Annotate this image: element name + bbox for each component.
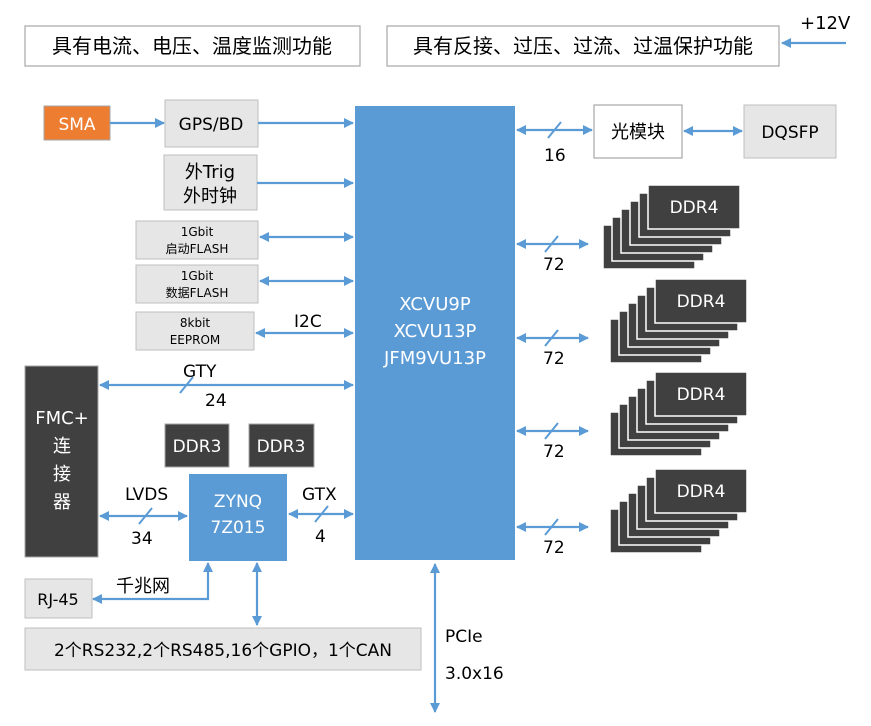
dqsfp-label: DQSFP	[761, 123, 818, 143]
ext-clock-label: 外时钟	[183, 186, 237, 207]
fpga-block: XCVU9P XCVU13P JFM9VU13P	[355, 106, 515, 560]
rj45-label: RJ-45	[37, 590, 78, 609]
zynq-model-label: 7Z015	[211, 518, 266, 538]
ddr4-label: DDR4	[677, 292, 726, 312]
ddr4-bus-slash	[544, 235, 559, 253]
ddr4-stack: DDR4	[609, 371, 748, 457]
ddr3-a-label: DDR3	[173, 437, 222, 457]
boot-flash-size: 1Gbit	[181, 225, 214, 239]
fmc-connector-block: FMC+ 连 接 器	[24, 365, 99, 558]
ddr3-block-a: DDR3	[164, 423, 230, 468]
lvds-bus-slash	[138, 507, 153, 525]
fmc-label: FMC+	[35, 408, 89, 429]
ddr4-label: DDR4	[670, 198, 719, 218]
ddr4-stack: DDR4	[609, 468, 748, 554]
ddr4-bus-slash	[544, 518, 559, 536]
boot-flash-type: 启动FLASH	[166, 242, 229, 256]
fmc-char-3: 器	[53, 492, 71, 513]
optical-module-block: 光模块	[593, 104, 683, 159]
gigabit-eth-link	[92, 562, 213, 604]
io-interface-label: 2个RS232,2个RS485,16个GPIO，1个CAN	[54, 641, 392, 661]
gtx-label: GTX	[302, 485, 337, 505]
lvds-width-label: 34	[131, 529, 153, 549]
gty-width-label: 24	[205, 391, 227, 411]
fpga-model-1: XCVU9P	[399, 294, 471, 315]
sma-label: SMA	[58, 115, 95, 135]
ddr4-stack: DDR4	[609, 278, 748, 364]
dqsfp-block: DQSFP	[743, 104, 837, 159]
ddr4-label: DDR4	[677, 482, 726, 502]
eeprom-type: EEPROM	[170, 333, 221, 347]
ddr4-stack: DDR4	[602, 184, 741, 270]
power-input-label: +12V	[800, 13, 851, 34]
ddr4-label: DDR4	[677, 385, 726, 405]
ext-trig-label: 外Trig	[185, 162, 235, 183]
io-interface-block: 2个RS232,2个RS485,16个GPIO，1个CAN	[24, 627, 422, 671]
gigabit-eth-label: 千兆网	[116, 576, 170, 597]
fpga-model-3: JFM9VU13P	[383, 348, 486, 369]
data-flash-type: 数据FLASH	[166, 285, 229, 300]
lvds-label: LVDS	[125, 485, 168, 505]
data-flash-size: 1Gbit	[181, 269, 214, 283]
pcie-spec-label: 3.0x16	[445, 664, 504, 684]
gty-label: GTY	[183, 362, 217, 382]
gty-bus-slash	[179, 376, 194, 394]
gtx-width-label: 4	[315, 527, 326, 547]
feature-protection-text: 具有反接、过压、过流、过温保护功能	[413, 34, 753, 58]
ddr4-chip	[647, 184, 741, 230]
ddr3-block-b: DDR3	[248, 423, 315, 468]
eeprom-size: 8kbit	[180, 316, 211, 330]
pcie-label: PCIe	[445, 627, 483, 647]
ddr4-width-label: 72	[543, 255, 565, 275]
zynq-label: ZYNQ	[214, 492, 262, 512]
sma-block: SMA	[43, 105, 111, 141]
fmc-char-1: 连	[53, 436, 71, 457]
feature-box-monitoring: 具有电流、电压、温度监测功能	[24, 25, 361, 67]
gps-bd-block: GPS/BD	[164, 99, 259, 148]
ddr4-chip	[654, 278, 748, 324]
ddr4-chip	[654, 371, 748, 417]
optical-module-label: 光模块	[611, 122, 665, 143]
ddr4-width-label: 72	[543, 442, 565, 462]
ddr4-bus-slash	[544, 329, 559, 347]
feature-box-protection: 具有反接、过压、过流、过温保护功能	[386, 25, 780, 67]
rj45-block: RJ-45	[24, 578, 93, 619]
optical-bus-slash	[547, 121, 562, 139]
boot-flash-block: 1Gbit 启动FLASH	[135, 220, 259, 260]
ddr4-width-label: 72	[543, 538, 565, 558]
zynq-block: ZYNQ 7Z015	[189, 474, 287, 561]
feature-monitoring-text: 具有电流、电压、温度监测功能	[52, 34, 332, 58]
ext-trig-clock-block: 外Trig 外时钟	[163, 154, 258, 211]
ddr4-bus-slash	[544, 422, 559, 440]
gps-bd-label: GPS/BD	[179, 115, 244, 135]
ddr3-b-label: DDR3	[257, 437, 306, 457]
fmc-char-2: 接	[53, 464, 71, 485]
optical-width-label: 16	[544, 146, 566, 166]
fpga-model-2: XCVU13P	[394, 321, 477, 342]
ddr4-width-label: 72	[543, 349, 565, 369]
gtx-bus-slash	[314, 505, 329, 523]
data-flash-block: 1Gbit 数据FLASH	[135, 264, 259, 304]
i2c-label: I2C	[294, 312, 322, 332]
ddr4-chip	[654, 468, 748, 514]
eeprom-block: 8kbit EEPROM	[135, 311, 255, 351]
